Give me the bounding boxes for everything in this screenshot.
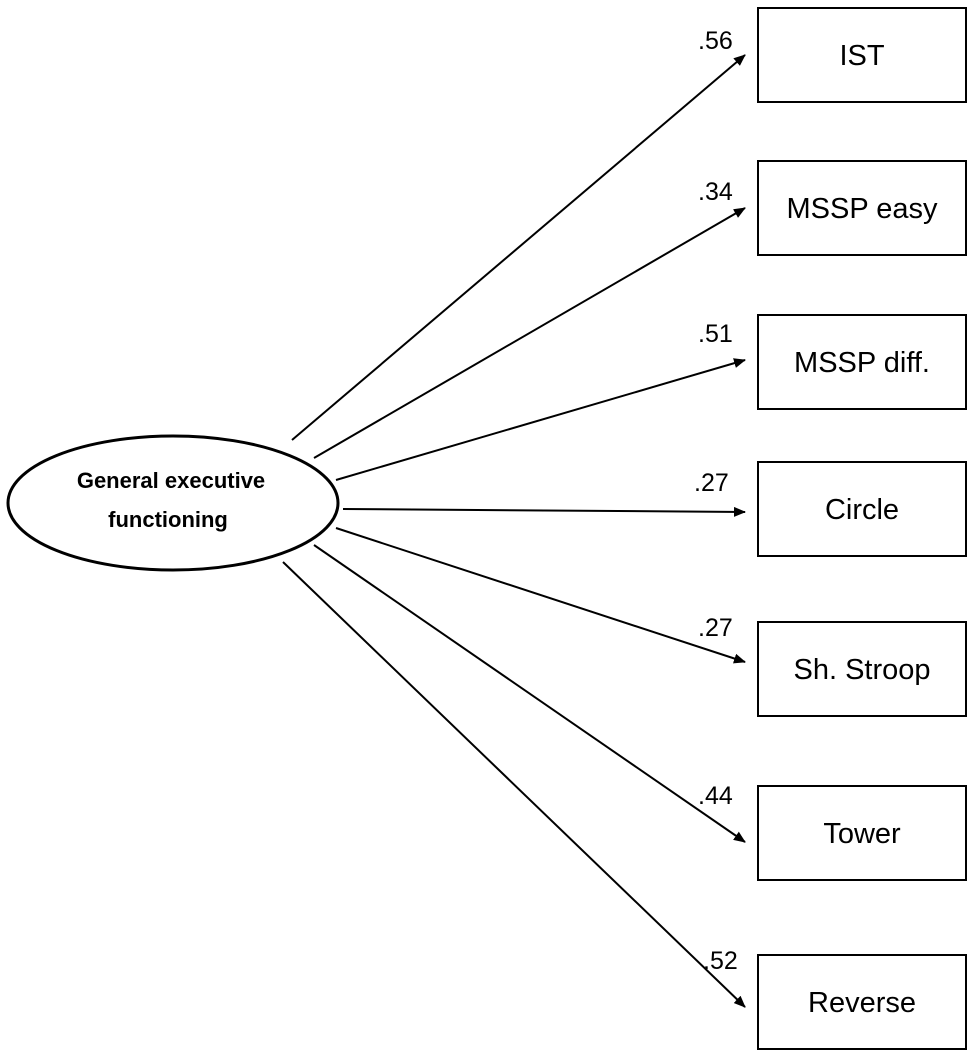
latent-ellipse [6, 434, 340, 572]
latent-label-line2: functioning [108, 507, 228, 532]
indicator-label: Sh. Stroop [793, 654, 930, 686]
indicator-mssp-easy: MSSP easy [757, 160, 967, 256]
indicator-reverse: Reverse [757, 954, 967, 1050]
path-sh-stroop [335, 527, 746, 664]
indicator-tower: Tower [757, 785, 967, 881]
indicator-label: IST [839, 40, 884, 72]
loading-tower: .44 [698, 782, 733, 810]
loading-ist: .56 [698, 27, 733, 55]
path-ist [291, 54, 746, 441]
indicator-sh-stroop: Sh. Stroop [757, 621, 967, 717]
latent-factor: General executive functioning [6, 434, 340, 572]
loading-circle: .27 [694, 469, 729, 497]
loading-sh-stroop: .27 [698, 614, 733, 642]
indicator-box [757, 7, 967, 103]
indicator-mssp-diff: MSSP diff. [757, 314, 967, 410]
loading-mssp-diff: .51 [698, 320, 733, 348]
indicator-box [757, 314, 967, 410]
loading-values: .56 .34 .51 .27 .27 .44 .52 [694, 27, 738, 975]
indicator-label: MSSP easy [787, 193, 938, 225]
factor-loading-paths [282, 54, 746, 1008]
indicator-box [757, 954, 967, 1050]
indicator-ist: IST [757, 7, 967, 103]
latent-label-line1: General executive [77, 468, 265, 493]
observed-indicators: IST MSSP easy MSSP diff. Circle Sh. Stro… [757, 7, 967, 1050]
indicator-label: Reverse [808, 987, 916, 1019]
indicator-label: MSSP diff. [794, 347, 930, 379]
indicator-label: Circle [825, 494, 899, 526]
loading-reverse: .52 [703, 947, 738, 975]
path-mssp-diff [335, 358, 746, 481]
indicator-box [757, 621, 967, 717]
indicator-label: Tower [823, 818, 901, 850]
indicator-circle: Circle [757, 461, 967, 557]
path-reverse [282, 561, 746, 1008]
indicator-box [757, 785, 967, 881]
path-tower [313, 544, 746, 843]
indicator-box [757, 461, 967, 557]
loading-mssp-easy: .34 [698, 178, 733, 206]
path-mssp-easy [313, 207, 746, 459]
path-circle [342, 506, 746, 517]
indicator-box [757, 160, 967, 256]
